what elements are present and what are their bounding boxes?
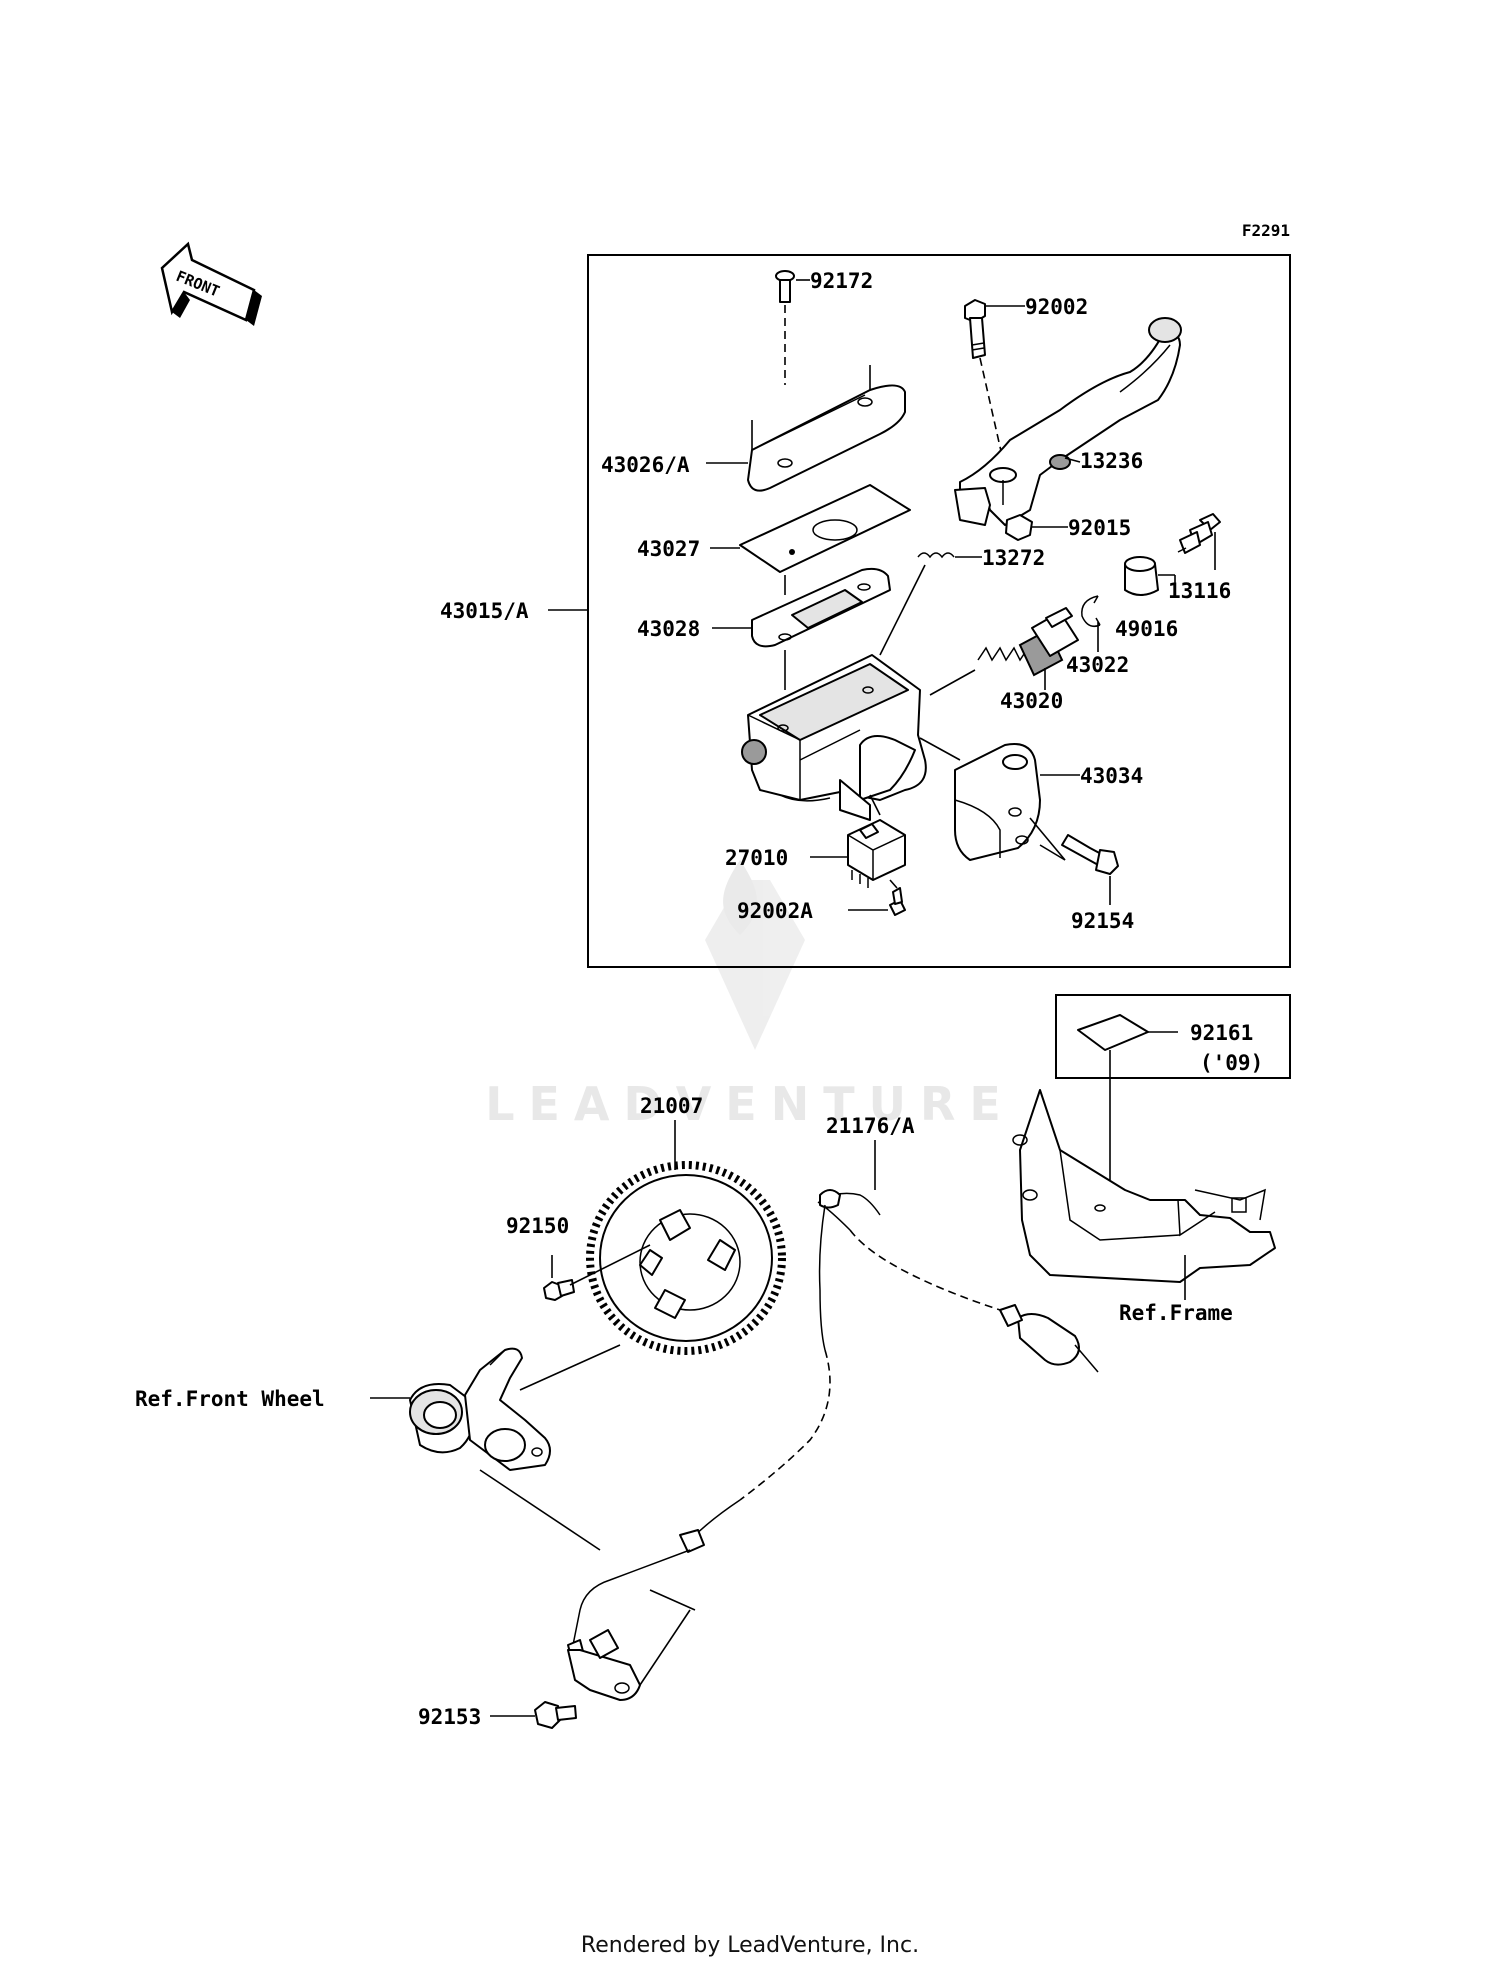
clamp-43034 [954, 743, 1066, 861]
screw-92172 [775, 270, 795, 385]
bolt-92153 [534, 1701, 577, 1729]
label-92153: 92153 [418, 1705, 481, 1729]
label-92002: 92002 [1025, 295, 1088, 319]
sensor-cable-21176 [567, 1189, 1099, 1661]
label-43034: 43034 [1080, 764, 1143, 788]
label-27010: 27010 [725, 846, 788, 870]
bolt-92150 [543, 1279, 575, 1301]
pin-13116 [1177, 513, 1221, 554]
watermark-text: LEADVENTURE [485, 1077, 1015, 1131]
label-13116: 13116 [1168, 579, 1231, 603]
label-43028: 43028 [637, 617, 700, 641]
label-21176: 21176/A [826, 1114, 915, 1138]
label-ref-frame: Ref.Frame [1119, 1301, 1233, 1325]
label-92002a: 92002A [737, 899, 813, 923]
label-21007: 21007 [640, 1094, 703, 1118]
label-92161-box [1055, 994, 1291, 1079]
label-43027: 43027 [637, 537, 700, 561]
reservoir-cap [747, 365, 906, 492]
spring-13272 [879, 552, 955, 656]
plate-43027 [739, 484, 911, 595]
label-13236: 13236 [1080, 449, 1143, 473]
master-cylinder-body [741, 654, 927, 821]
front-arrow-icon: FRONT [160, 241, 262, 326]
switch-27010 [847, 794, 906, 888]
diagram-code: F2291 [1242, 221, 1290, 240]
master-cylinder-box [587, 254, 1291, 968]
footer-credit: Rendered by LeadVenture, Inc. [581, 1933, 919, 1958]
label-92154: 92154 [1071, 909, 1134, 933]
sensor-rotor-21007 [586, 1161, 786, 1355]
label-92015: 92015 [1068, 516, 1131, 540]
frame-bracket [1012, 1089, 1276, 1283]
pivot-bolt-92002 [964, 299, 1004, 461]
circlip-43022 [1081, 595, 1101, 628]
label-92161-note: ('09) [1200, 1051, 1263, 1075]
front-wheel-hub [409, 1347, 551, 1471]
diaphragm-43028 [751, 567, 891, 690]
nut-92015 [1005, 514, 1033, 541]
brake-lever-13236 [954, 317, 1182, 526]
label-43026: 43026/A [601, 453, 690, 477]
piston-43020 [929, 607, 1079, 696]
sensor-bracket [567, 1629, 641, 1701]
bolt-92154 [1061, 834, 1119, 875]
label-43022: 43022 [1066, 653, 1129, 677]
label-13272: 13272 [982, 546, 1045, 570]
label-43020: 43020 [1000, 689, 1063, 713]
label-92172: 92172 [810, 269, 873, 293]
label-92161: 92161 [1190, 1021, 1253, 1045]
label-92161 [1077, 1014, 1149, 1051]
label-43015: 43015/A [440, 599, 529, 623]
label-49016: 49016 [1115, 617, 1178, 641]
bushing-49016 [1124, 556, 1159, 596]
watermark: LEADVENTURE [485, 860, 1015, 1131]
label-ref-front-wheel: Ref.Front Wheel [135, 1387, 325, 1411]
label-92150: 92150 [506, 1214, 569, 1238]
screw-92002a [889, 879, 906, 916]
